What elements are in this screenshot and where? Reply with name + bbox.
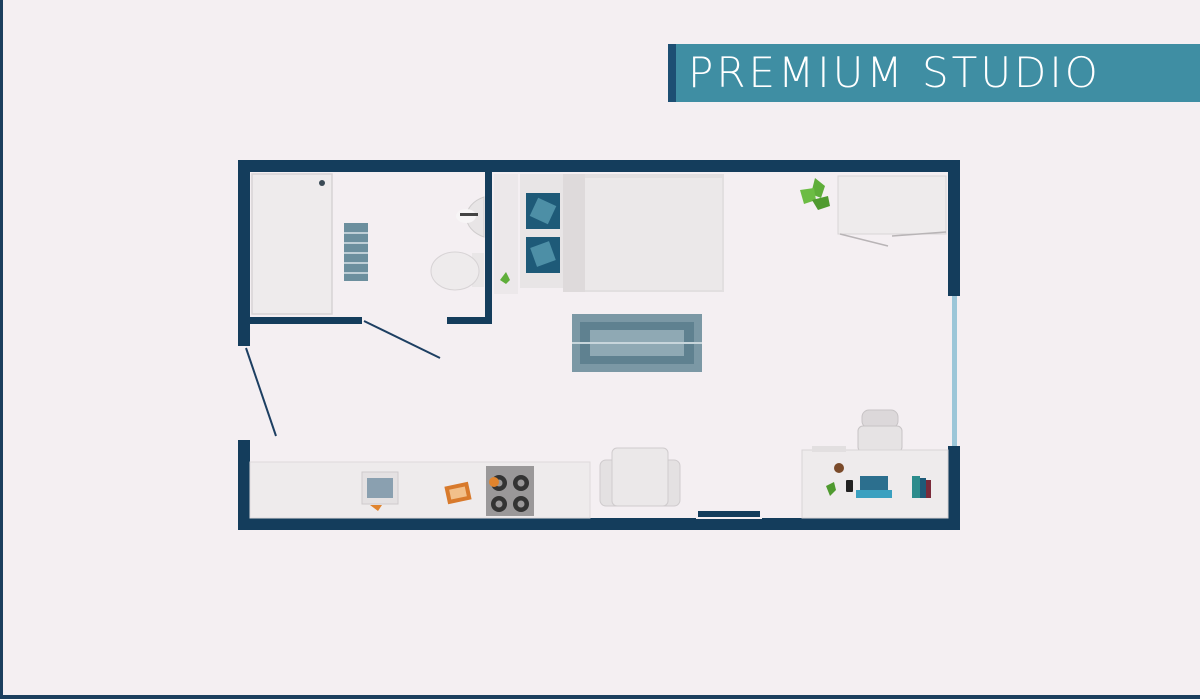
frame-bottom-border bbox=[0, 695, 1200, 699]
pillow-icon bbox=[526, 193, 560, 273]
plant-icon bbox=[826, 482, 836, 496]
cutting-board-icon bbox=[444, 481, 472, 505]
sink-icon bbox=[456, 196, 485, 238]
left-wall-upper bbox=[238, 160, 250, 346]
right-wall-upper bbox=[948, 160, 960, 296]
bathroom-bottom-wall-right bbox=[447, 317, 492, 324]
plant-icon bbox=[800, 178, 830, 210]
books-icon bbox=[912, 476, 931, 498]
cooktop-icon bbox=[486, 466, 534, 516]
outer-walls bbox=[238, 160, 960, 530]
window-icon bbox=[952, 296, 957, 446]
kitchen-counter bbox=[249, 461, 591, 519]
title-banner: PREMIUM STUDIO bbox=[668, 44, 1200, 102]
phone-icon bbox=[846, 480, 853, 492]
office-chair-icon bbox=[857, 409, 903, 453]
kitchen-sink-icon bbox=[361, 471, 399, 511]
bottom-window-icon bbox=[696, 509, 762, 519]
shower-icon bbox=[251, 173, 333, 315]
left-wall-lower bbox=[238, 440, 250, 530]
banner-accent bbox=[668, 44, 676, 102]
top-wall bbox=[238, 160, 960, 172]
right-wall-lower bbox=[948, 446, 960, 530]
wardrobe-icon bbox=[837, 175, 947, 247]
bath-mat-icon bbox=[344, 223, 368, 281]
bed-icon bbox=[520, 174, 724, 292]
bottom-wall bbox=[238, 518, 960, 530]
bathroom-door-icon[interactable] bbox=[363, 320, 441, 359]
laptop-icon bbox=[856, 476, 892, 498]
frame-left-border bbox=[0, 0, 3, 699]
entrance-door-icon[interactable] bbox=[245, 347, 277, 437]
bathroom-right-wall bbox=[485, 172, 492, 324]
armchair-icon bbox=[599, 447, 681, 507]
rug-icon bbox=[572, 314, 702, 372]
bathroom-bottom-wall-left bbox=[250, 317, 362, 324]
toilet-icon bbox=[430, 251, 484, 291]
page-title: PREMIUM STUDIO bbox=[688, 48, 1101, 97]
bathroom-walls bbox=[250, 172, 492, 324]
plant-icon bbox=[494, 174, 518, 294]
